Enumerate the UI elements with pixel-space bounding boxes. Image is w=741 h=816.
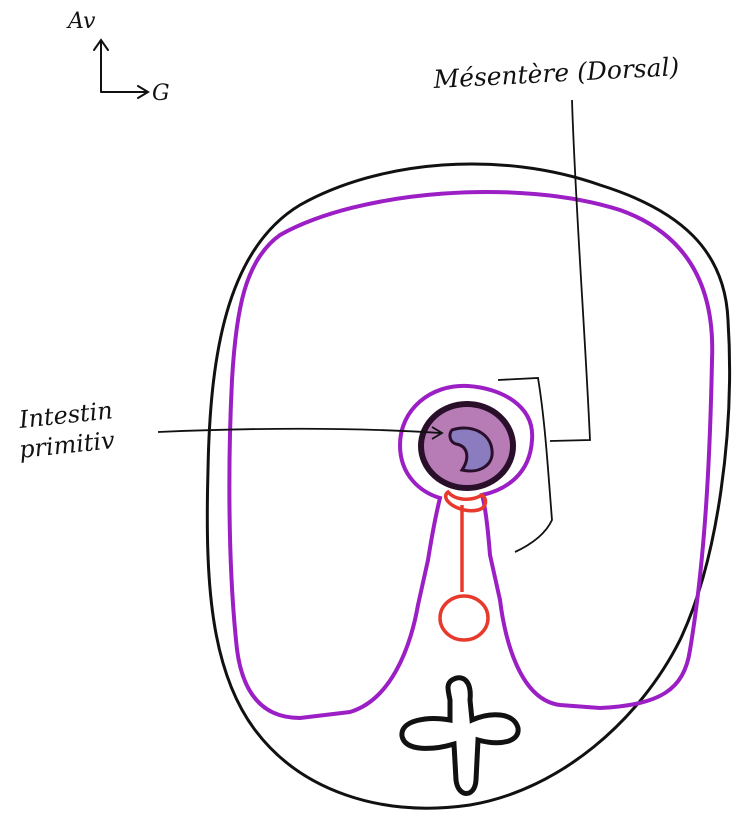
mesentery-vessel — [446, 492, 486, 592]
mesentery-leader-line — [550, 100, 590, 441]
neural-tube-cross — [402, 678, 518, 794]
orientation-right-label: G — [152, 81, 170, 106]
aorta-vessel — [440, 596, 488, 640]
orientation-up-label: Av — [66, 9, 96, 34]
mesentere-label: Mésentère (Dorsal) — [432, 52, 680, 94]
orientation-arrows-icon — [94, 40, 148, 98]
